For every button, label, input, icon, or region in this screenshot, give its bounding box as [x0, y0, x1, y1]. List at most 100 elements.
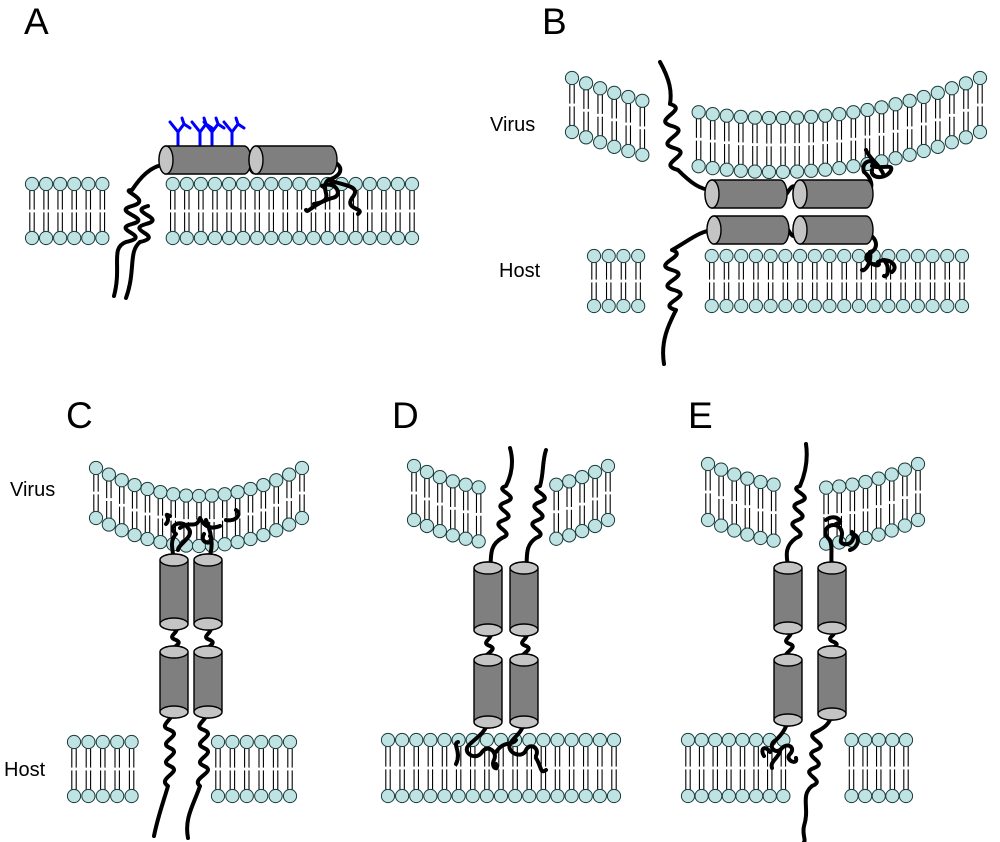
lipid-head [954, 248, 970, 264]
lipid-head [522, 788, 537, 804]
lipid-head [282, 517, 297, 532]
transmembrane-coil [524, 448, 548, 570]
lipid-head [193, 230, 208, 246]
cylinder-cap [473, 561, 503, 575]
lipid-head [884, 467, 899, 482]
lipid-head [845, 477, 860, 492]
lipid-head [705, 107, 720, 122]
lipid-head [575, 523, 590, 539]
lipid-head [635, 147, 650, 162]
lipid-head [898, 732, 914, 748]
lipid-head [606, 732, 622, 748]
helix-cylinder [248, 145, 338, 175]
lipid-head [236, 176, 251, 192]
lipid-head [320, 230, 335, 246]
cylinder-cap [473, 653, 503, 667]
transmembrane-coil [784, 442, 809, 570]
helix-cylinder [817, 645, 847, 721]
lipid-head [748, 298, 764, 314]
lipid-head [95, 788, 110, 804]
lipid-head [465, 788, 480, 804]
lipid-head [124, 734, 139, 750]
lipid-head [404, 230, 420, 246]
lipid-head [38, 176, 54, 192]
lipid-head [550, 732, 565, 748]
lipid-head [564, 788, 579, 804]
lipid-head [851, 298, 867, 314]
lipid-head [593, 81, 608, 96]
lipid-head [871, 732, 886, 748]
lipid-head [858, 732, 873, 748]
lipid-head [586, 298, 602, 314]
lipid-head [740, 471, 755, 486]
lipid-head [804, 163, 819, 178]
helix-cylinder [704, 179, 788, 209]
lipid-head [404, 176, 420, 192]
lipid-head [508, 788, 523, 804]
lipid-head [294, 510, 310, 526]
lipid-head [749, 732, 764, 748]
lipid-head [691, 105, 706, 120]
lipid-head [562, 528, 577, 543]
lipid-head [409, 788, 424, 804]
lipid-head [766, 477, 781, 492]
lipid-head [885, 788, 900, 804]
glycan-tree-icon [190, 116, 214, 152]
lipid-head [704, 248, 719, 264]
lipid-head [708, 788, 723, 804]
lipid-head [179, 488, 194, 503]
lipid-head [910, 298, 925, 314]
lipid-head [944, 135, 959, 150]
lipid-head [844, 788, 859, 804]
lipid-head [38, 230, 54, 246]
glycan-tree-group [168, 116, 246, 152]
lipid-head [858, 474, 873, 490]
helix-cylinder [792, 215, 874, 245]
transmembrane-coil [185, 710, 210, 840]
lipid-head [846, 159, 861, 174]
lipid-head [958, 130, 974, 145]
lipid-head [881, 298, 896, 314]
lipid-head [81, 788, 96, 804]
glycan-tree-icon [202, 116, 226, 152]
cylinder-cap [704, 179, 720, 209]
cylinder-cap [817, 561, 847, 575]
lipid-head [66, 788, 82, 804]
lipid-head [179, 230, 194, 246]
lipid-head [858, 788, 873, 804]
lipid-head [409, 732, 424, 748]
cylinder-cap [159, 645, 189, 659]
label-virus-c: Virus [10, 479, 55, 501]
lipid-head [700, 512, 716, 528]
lipid-head [727, 523, 742, 538]
glycan-tree-icon [168, 116, 192, 152]
lipid-head [166, 487, 181, 502]
lipid-head [621, 143, 636, 159]
lipid-head [930, 85, 945, 100]
lipid-head [607, 139, 622, 154]
lipid-head [871, 527, 886, 542]
lipid-head [217, 487, 232, 502]
fusion-loop [760, 718, 799, 770]
lipid-head [268, 788, 283, 804]
lipid-head [225, 734, 240, 750]
lipid-head [616, 248, 631, 264]
cylinder-cap [193, 645, 223, 659]
lipid-head [631, 298, 646, 314]
helix-cylinder [473, 653, 503, 729]
lipid-head [766, 533, 781, 548]
lipid-head [165, 230, 180, 246]
lipid-head [972, 70, 988, 86]
lipid-head [536, 788, 551, 804]
lipid-bilayer-host [380, 732, 622, 804]
lipid-head [549, 531, 564, 546]
lipid-head [954, 298, 970, 314]
fusion-loop [823, 515, 860, 570]
lipid-head [550, 788, 565, 804]
lipid-head [837, 298, 852, 314]
lipid-head [631, 248, 646, 264]
lipid-head [376, 176, 391, 192]
lipid-head [753, 530, 768, 546]
lipid-head [66, 734, 82, 750]
lipid-head [243, 531, 258, 547]
